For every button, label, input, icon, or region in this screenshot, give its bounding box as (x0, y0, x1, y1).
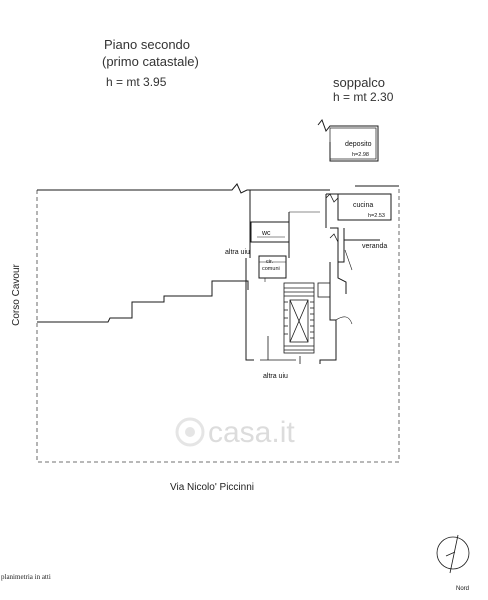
circ-label-2: comuni (262, 266, 280, 272)
property-boundary (36, 186, 400, 463)
watermark-text: casa.it (208, 416, 295, 449)
north-label: Nord (456, 586, 470, 592)
watermark-logo (175, 417, 205, 447)
staircase (260, 282, 331, 364)
corso-cavour-label: Corso Cavour (10, 264, 22, 326)
floor-subtitle: (primo catastale) (102, 54, 199, 69)
cucina-room (325, 193, 392, 228)
deposito-label: deposito (345, 141, 372, 148)
cucina-label: cucina (353, 202, 374, 209)
deposito-room (317, 118, 379, 162)
mezzanine-height: h = mt 2.30 (333, 90, 394, 104)
veranda-label: veranda (362, 243, 388, 250)
plan-note: planimetria in atti (1, 573, 51, 581)
wc-label: wc (262, 230, 271, 237)
mezzanine-title: soppalco (333, 75, 386, 90)
common-circulation (258, 255, 287, 282)
altra-uiu-bottom-label: altra uiu (263, 373, 288, 380)
north-arrow-icon (436, 534, 470, 574)
floor-title: Piano secondo (104, 37, 191, 52)
via-piccinni-label: Via Nicolo' Piccinni (170, 482, 254, 493)
exterior-walls (37, 183, 399, 361)
floor-height: h = mt 3.95 (106, 75, 167, 89)
circ-label-1: cir. (266, 259, 274, 265)
veranda-area (319, 227, 380, 364)
cucina-height: h=2.53 (368, 213, 385, 219)
wall-breaks (325, 193, 339, 243)
deposito-height: h=2.98 (352, 152, 369, 158)
altra-uiu-top-label: altra uiu (225, 249, 250, 256)
wc-room (250, 211, 320, 258)
